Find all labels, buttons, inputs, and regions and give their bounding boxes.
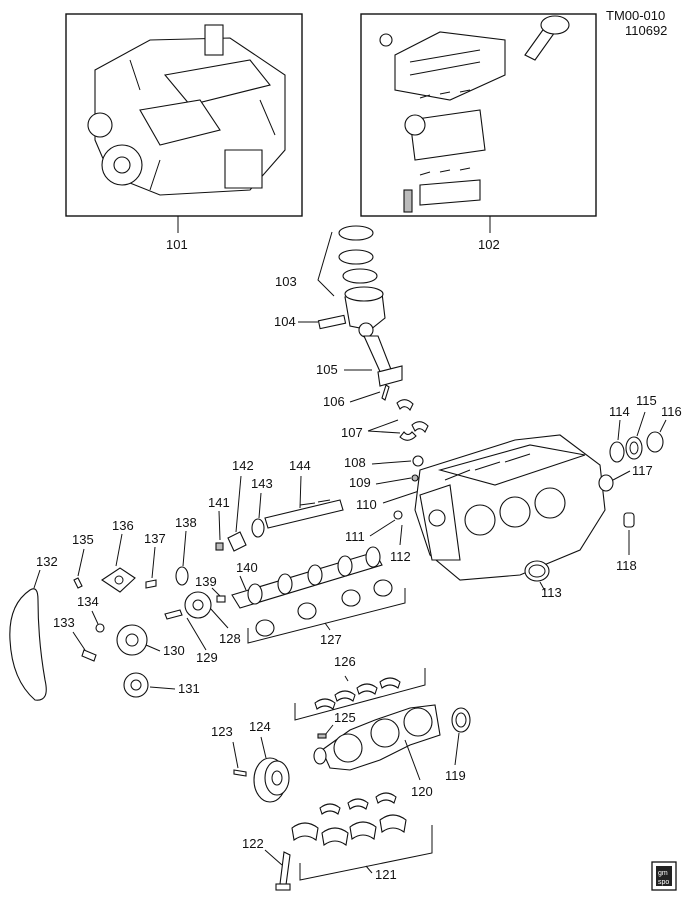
part-label-138[interactable]: 138 [175, 515, 197, 530]
main-cap-bolt[interactable] [279, 851, 291, 886]
header-code: TM00-010 [606, 8, 665, 23]
thrust-plate[interactable] [101, 567, 136, 593]
crankshaft-sprocket[interactable] [116, 624, 148, 656]
part-label-110[interactable]: 110 [356, 497, 377, 512]
header-number: 110692 [625, 23, 667, 38]
part-label-105[interactable]: 105 [316, 362, 338, 377]
part-label-142[interactable]: 142 [232, 458, 254, 473]
part-label-115[interactable]: 115 [636, 393, 657, 408]
part-label-144[interactable]: 144 [289, 458, 311, 473]
part-label-137[interactable]: 137 [144, 531, 166, 546]
logo-text-top: gm [658, 870, 668, 877]
part-label-134[interactable]: 134 [77, 594, 99, 609]
part-label-128[interactable]: 128 [219, 631, 241, 646]
cylinder-block[interactable] [414, 434, 606, 581]
part-label-131[interactable]: 131 [178, 681, 200, 696]
part-label-127[interactable]: 127 [320, 632, 342, 647]
part-label-125[interactable]: 125 [334, 710, 356, 725]
part-label-107[interactable]: 107 [341, 425, 363, 440]
cam-gear[interactable] [175, 566, 189, 586]
rod-nut[interactable] [412, 455, 424, 467]
cam-bearing-rear[interactable] [609, 441, 625, 463]
part-label-117[interactable]: 117 [632, 463, 653, 478]
part-label-130[interactable]: 130 [163, 643, 185, 658]
part-label-129[interactable]: 129 [196, 650, 218, 665]
intermediate-shaft[interactable] [264, 499, 344, 529]
part-label-111[interactable]: 111 [345, 529, 365, 544]
part-label-108[interactable]: 108 [344, 455, 366, 470]
part-label-106[interactable]: 106 [323, 394, 345, 409]
part-label-104[interactable]: 104 [274, 314, 296, 329]
gm-spo-logo-icon: gm spo [651, 861, 677, 891]
piston-rings[interactable] [338, 225, 378, 284]
part-label-136[interactable]: 136 [112, 518, 134, 533]
timing-gear[interactable] [123, 672, 149, 698]
part-label-143[interactable]: 143 [251, 476, 273, 491]
part-label-116[interactable]: 116 [661, 404, 682, 419]
crankshaft[interactable] [313, 704, 441, 771]
part-label-141[interactable]: 141 [208, 495, 230, 510]
part-label-132[interactable]: 132 [36, 554, 58, 569]
timing-chain[interactable] [9, 588, 47, 701]
rear-main-seal[interactable] [524, 560, 550, 582]
part-label-109[interactable]: 109 [349, 475, 371, 490]
part-label-120[interactable]: 120 [411, 784, 433, 799]
part-label-113[interactable]: 113 [541, 585, 562, 600]
part-label-101[interactable]: 101 [166, 237, 188, 252]
part-label-103[interactable]: 103 [275, 274, 297, 289]
camshaft-bearings[interactable] [255, 579, 393, 637]
part-label-124[interactable]: 124 [249, 719, 271, 734]
logo-text-bottom: spo [658, 879, 669, 886]
part-label-118[interactable]: 118 [616, 558, 637, 573]
camshaft-sprocket[interactable] [164, 591, 212, 620]
part-label-139[interactable]: 139 [195, 574, 217, 589]
part-label-122[interactable]: 122 [242, 836, 264, 851]
part-label-114[interactable]: 114 [609, 404, 630, 419]
part-label-102[interactable]: 102 [478, 237, 500, 252]
part-label-119[interactable]: 119 [445, 768, 466, 783]
crank-seal[interactable] [451, 707, 471, 733]
main-bearing-caps[interactable] [291, 792, 407, 846]
part-label-112[interactable]: 112 [390, 549, 411, 564]
connecting-rod[interactable] [358, 322, 403, 387]
short-block-illustration [379, 15, 570, 213]
rod-bearings[interactable] [396, 399, 429, 441]
part-label-123[interactable]: 123 [211, 724, 233, 739]
engine-assembly-illustration [87, 24, 286, 196]
piston[interactable] [317, 286, 386, 331]
part-label-133[interactable]: 133 [53, 615, 75, 630]
camshaft[interactable] [231, 546, 383, 609]
harmonic-balancer[interactable] [253, 757, 290, 803]
part-label-121[interactable]: 121 [375, 867, 397, 882]
part-label-126[interactable]: 126 [334, 654, 356, 669]
part-label-135[interactable]: 135 [72, 532, 94, 547]
part-label-140[interactable]: 140 [236, 560, 258, 575]
upper-main-bearings[interactable] [314, 677, 401, 710]
